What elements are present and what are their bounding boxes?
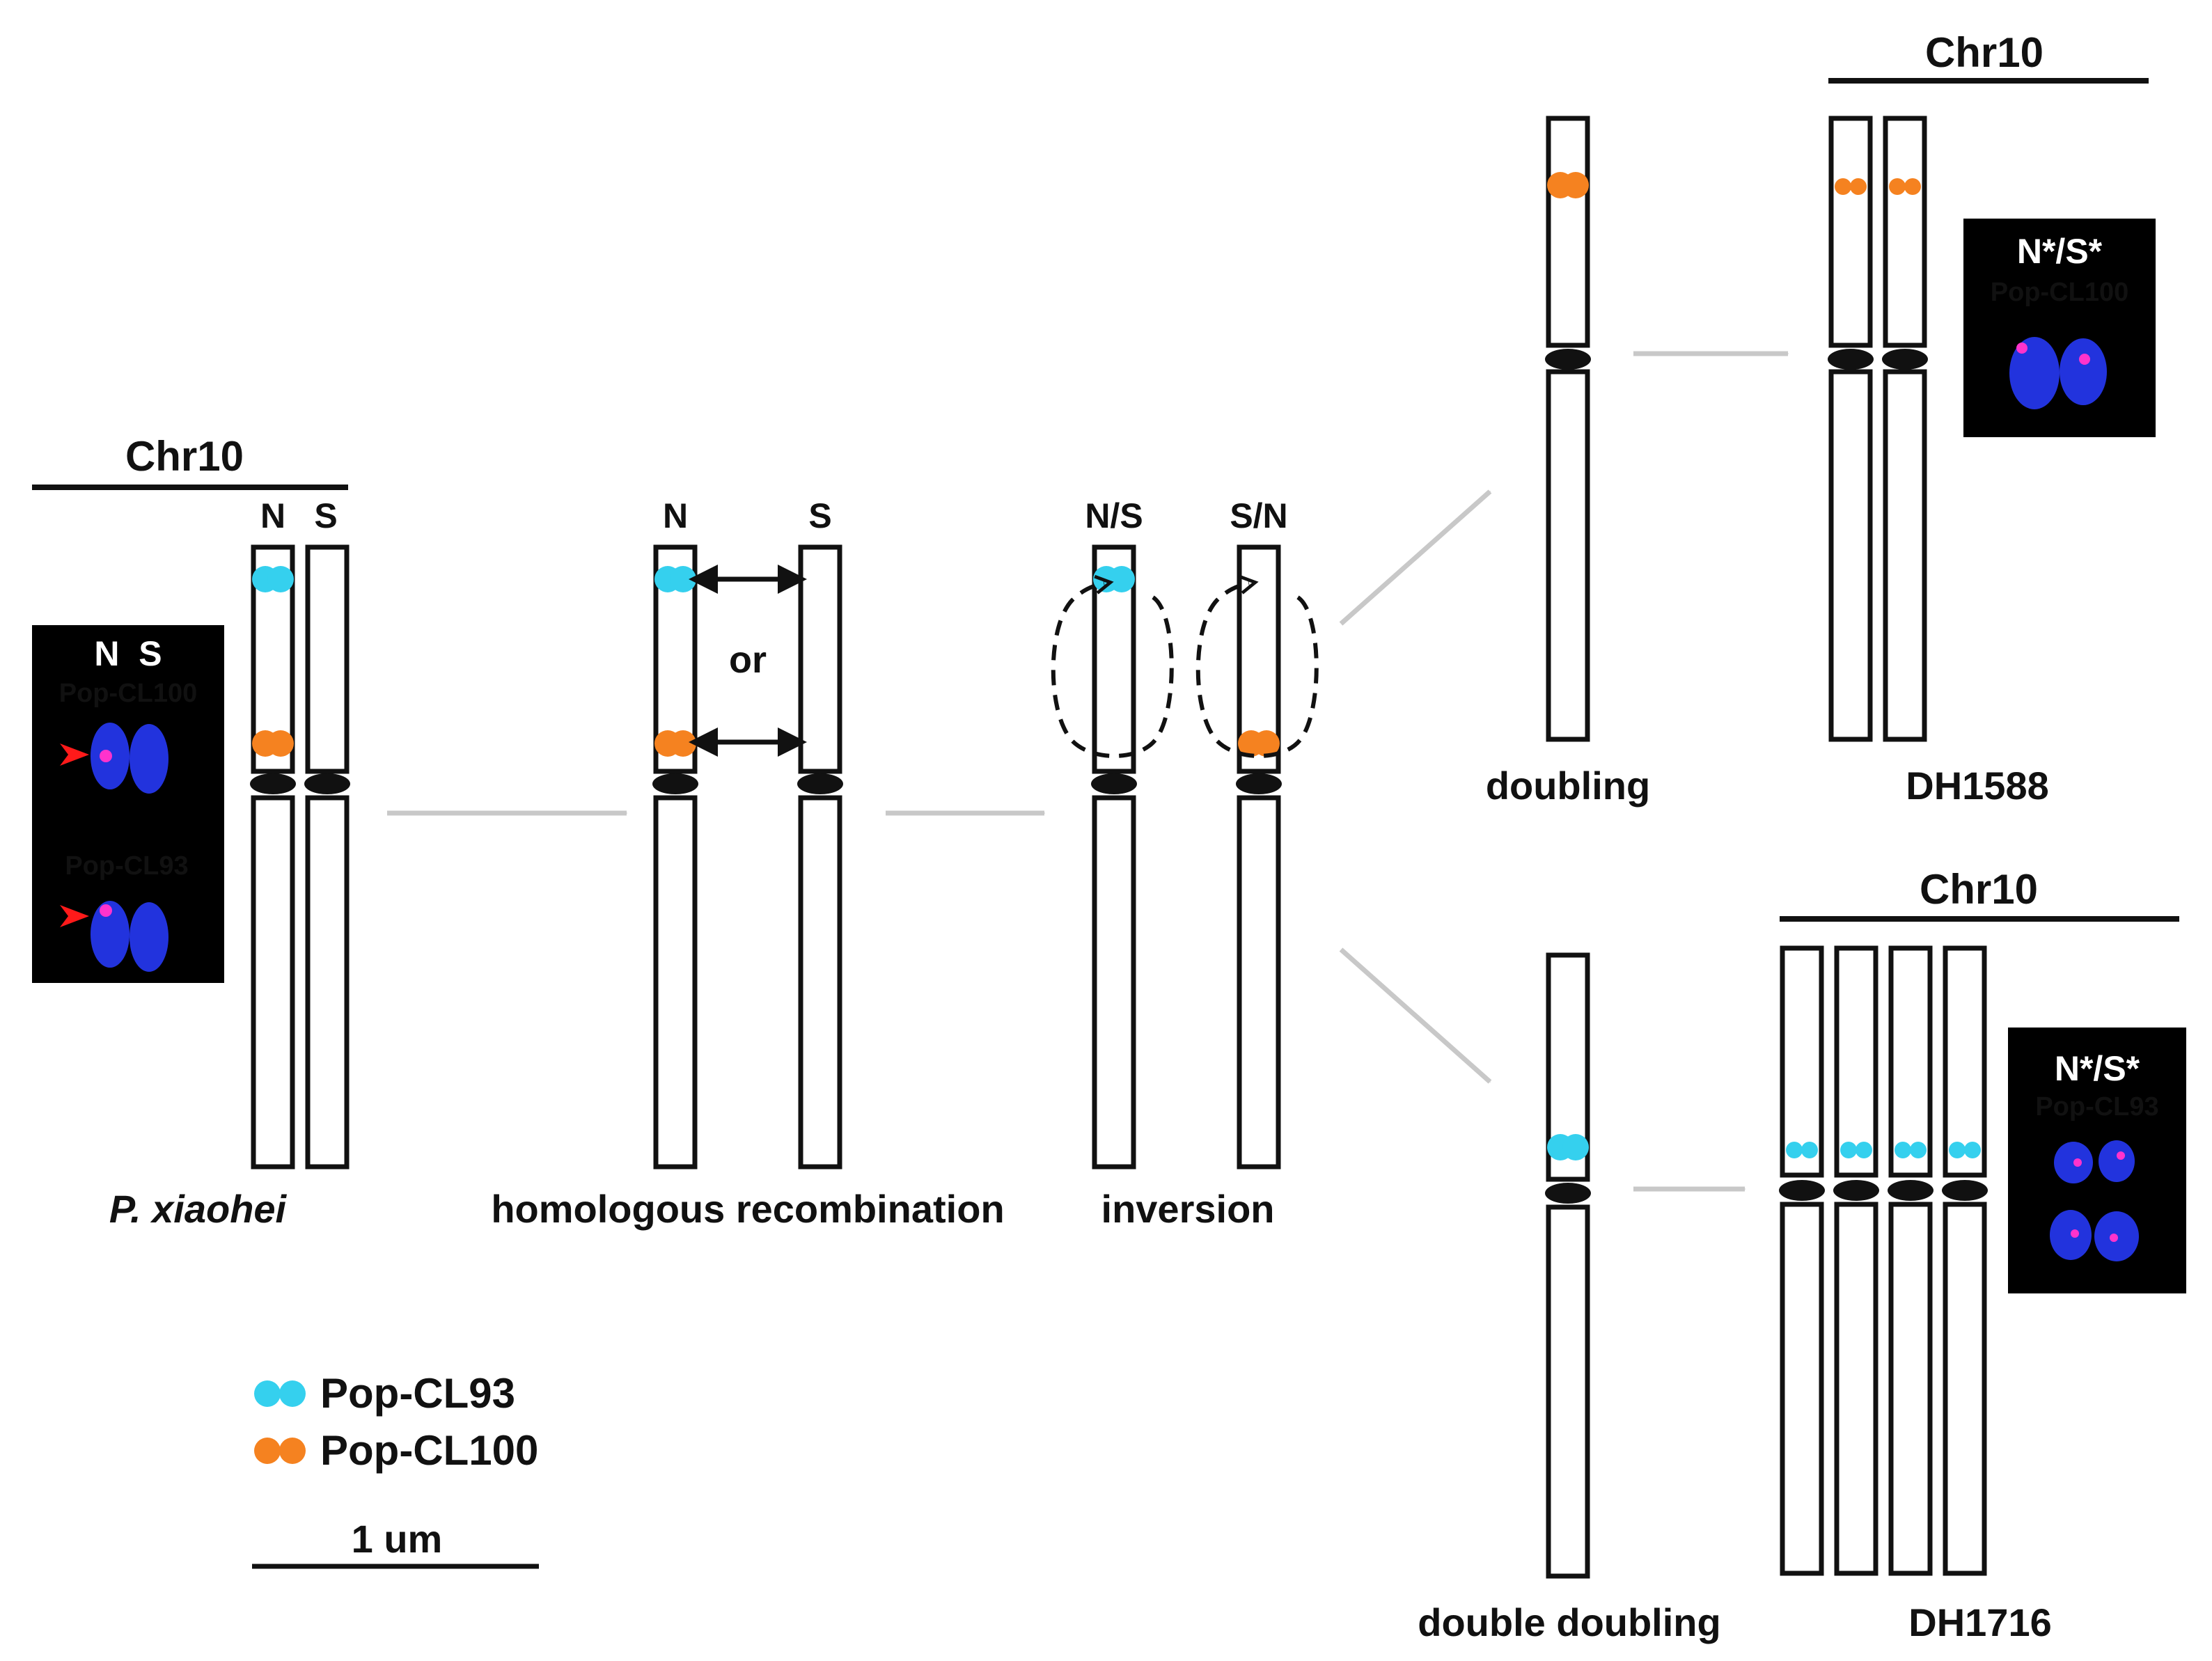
pop-cl93-signal [1786,1142,1818,1158]
panel-inversion: N/S S/N inversion [1051,496,1319,1231]
chromosome-dh1716-c [1888,945,1933,1576]
chromosome-dh1588-b [1882,116,1928,742]
centromere [250,773,296,794]
panel-pxiaohei: Chr10 N S N S Pop-CL100 [32,433,350,1231]
chromosome-intermediate [1545,116,1591,742]
legend: Pop-CL93 Pop-CL100 [254,1370,538,1474]
panel3-caption: inversion [1101,1187,1275,1231]
exchange-connector: or [729,639,767,681]
panel1-header: Chr10 [125,433,244,480]
homolog-label-n: N [260,496,285,535]
chromosome-long-arm [251,795,295,1170]
inversion-loop-icon [1195,574,1319,758]
panel2-caption: homologous recombination [491,1187,1004,1231]
pop-cl93-signal [654,566,696,592]
fish-chromatin-quartet [2050,1140,2139,1261]
scale-bar: 1 um [252,1517,539,1569]
fish-chromatin-pair [2009,337,2107,409]
pop-cl93-signal [1093,566,1135,592]
pop-cl93-signal [1840,1142,1872,1158]
chromosome-dh1716-a [1779,945,1825,1576]
pop-cl100-signal [1889,178,1921,195]
pop-cl100-signal [1547,172,1589,198]
inversion-loop-icon [1051,574,1174,758]
chromosome-dh1716-d [1942,945,1988,1576]
pop-cl93-swatch-icon [254,1380,306,1407]
homolog-label-n: N [663,496,688,535]
pop-cl93-signal [1895,1142,1927,1158]
pop-cl100-signal [654,730,696,757]
fish-title: N*/S* [2017,232,2103,271]
chromosome-long-arm [305,795,350,1170]
homolog-label-s: S [808,496,831,535]
homolog-label-ns: N/S [1085,496,1143,535]
doubling-header: Chr10 [1925,29,2044,76]
legend-item-pop-cl93: Pop-CL93 [254,1370,515,1417]
pop-cl93-signal [1949,1142,1981,1158]
legend-label: Pop-CL93 [320,1370,515,1417]
fish-chromatin-pair [91,901,168,972]
chromosome-sn [1236,544,1282,1170]
doubling-caption: doubling [1486,764,1650,808]
branch-arrow-up [1339,489,1492,626]
panel1-caption: P. xiaohei [109,1187,288,1231]
fish-probe-label: Pop-CL93 [2035,1092,2158,1121]
chromosome-s [797,544,843,1170]
dh1588-caption: DH1588 [1906,764,2048,808]
scale-bar-label: 1 um [352,1517,443,1561]
chromosome-s [304,544,350,1170]
legend-item-pop-cl100: Pop-CL100 [254,1427,538,1474]
fish-probe-label: Pop-CL100 [1991,278,2128,307]
double-doubling-header: Chr10 [1920,866,2038,913]
chromosome-n [652,544,698,1170]
branch-arrow-down [1339,947,1492,1084]
chromosome-n [250,544,296,1170]
fish-title: N*/S* [2055,1049,2140,1088]
chromosome-dh1716-b [1833,945,1879,1576]
fish-probe-label-cl93: Pop-CL93 [65,851,188,881]
pop-cl93-signal [252,566,294,592]
fish-probe-label-cl100: Pop-CL100 [59,679,197,708]
pop-cl100-signal [1238,730,1280,757]
panel-recombination: N S or homologous recombination [491,496,1004,1231]
chromosome-dh1588-a [1828,116,1874,742]
fish-inset-pxiaohei: N S Pop-CL100 Pop-CL93 [32,625,224,983]
legend-label: Pop-CL100 [320,1427,538,1474]
homolog-label-sn: S/N [1230,496,1287,535]
pop-cl100-signal [252,730,294,757]
panel-double-doubling: double doubling Chr10 [1418,866,2186,1644]
fish-title: N S [94,634,162,673]
centromere [304,773,350,794]
chromosome-short-arm [305,544,350,774]
fish-chromatin-pair [91,723,168,794]
double-doubling-caption: double doubling [1418,1600,1720,1644]
pop-cl100-signal [1835,178,1867,195]
pop-cl100-swatch-icon [254,1438,306,1464]
fish-inset-dh1716: N*/S* Pop-CL93 [2008,1028,2186,1293]
chromosome-intermediate [1545,952,1591,1579]
panel-doubling: doubling Chr10 DH1588 N*/S* Pop-CL100 [1486,29,2156,808]
homolog-label-s: S [314,496,337,535]
red-arrowhead-icon [60,905,89,927]
pop-cl93-signal [1547,1134,1589,1160]
chromosome-ns [1091,544,1137,1170]
dh1716-caption: DH1716 [1908,1600,2051,1644]
fish-inset-dh1588: N*/S* Pop-CL100 [1963,219,2156,437]
red-arrowhead-icon [60,743,89,766]
